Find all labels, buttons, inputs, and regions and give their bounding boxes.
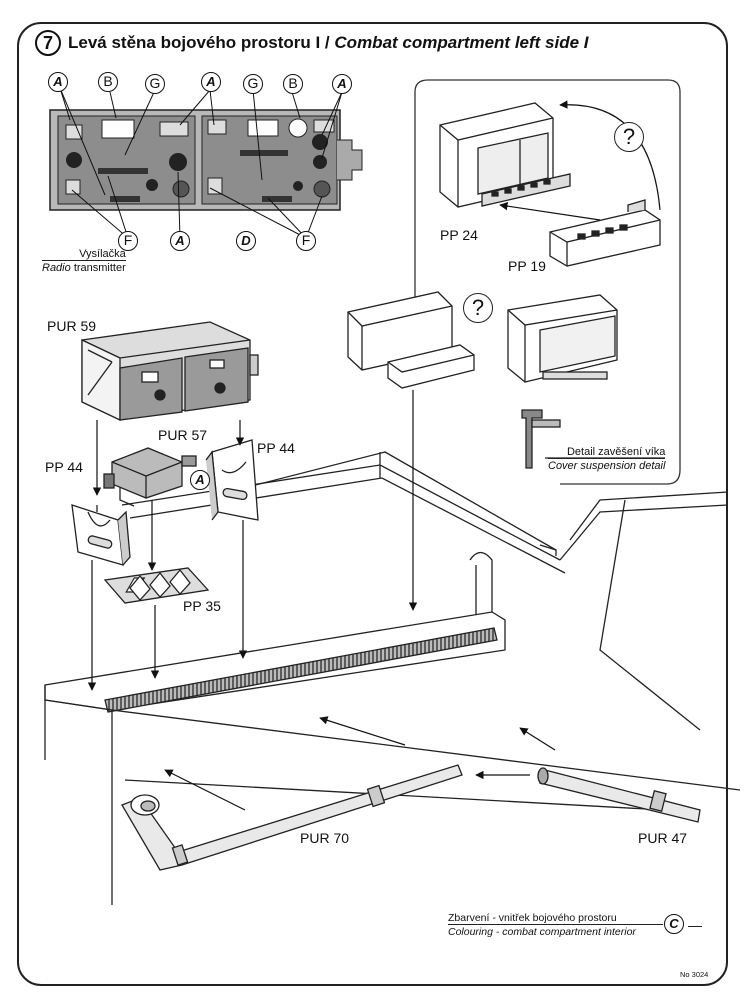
colour-leader-line (688, 926, 702, 927)
question-mark-inset: ? (614, 122, 644, 152)
catalog-number: No 3024 (680, 970, 709, 979)
closed-box-with-lid (507, 294, 618, 383)
label-pur47: PUR 47 (638, 830, 688, 846)
pur70-pipe (121, 764, 463, 871)
pur47-pipe (537, 767, 701, 823)
callout-b: B (283, 74, 303, 94)
callout-f: F (296, 231, 316, 251)
label-pp44-left: PP 44 (45, 459, 83, 475)
pp24-box (439, 102, 571, 208)
cover-detail-cz: Detail zavěšení víka (566, 446, 666, 458)
radio-caption: Vysílačka Radio transmitter (42, 248, 126, 274)
callout-a: A (201, 72, 221, 92)
label-pur59: PUR 59 (47, 318, 97, 334)
pur59-radio-box (81, 321, 259, 422)
radio-caption-cz: Vysílačka (79, 248, 126, 260)
radio-caption-en: Radio transmitter (42, 260, 126, 274)
colouring-cz: Zbarvení - vnitřek bojového prostoru (448, 912, 617, 924)
placement-arrows (87, 390, 556, 811)
callout-a: A (170, 231, 190, 251)
callout-pur57-a: A (190, 470, 210, 490)
question-mark-middle: ? (463, 293, 493, 323)
cover-detail-en: Cover suspension detail (548, 458, 666, 472)
page-title: Levá stěna bojového prostoru I / Combat … (68, 33, 589, 53)
radio-transmitter-drawing (49, 87, 363, 239)
pp44-left-bracket (71, 504, 131, 566)
callout-f: F (118, 231, 138, 251)
label-pp24: PP 24 (440, 227, 478, 243)
callout-g: G (145, 74, 165, 94)
pur57-part (103, 447, 197, 507)
ammo-shelf (44, 611, 741, 905)
hull-sidewall (121, 451, 729, 731)
cover-detail-caption: Detail zavěšení víka Cover suspension de… (548, 446, 666, 472)
colouring-note: Zbarvení - vnitřek bojového prostoru Col… (448, 912, 663, 938)
label-pp19: PP 19 (508, 258, 546, 274)
title-czech: Levá stěna bojového prostoru I / (68, 33, 330, 52)
label-pur70: PUR 70 (300, 830, 350, 846)
pp35-plate (103, 567, 210, 604)
callout-a: A (48, 72, 68, 92)
label-pp44-right: PP 44 (257, 440, 295, 456)
pp19-tray (549, 199, 661, 267)
callout-d: D (236, 231, 256, 251)
callout-g: G (243, 74, 263, 94)
open-box-with-tray (347, 291, 475, 389)
callout-b: B (98, 72, 118, 92)
label-pp35: PP 35 (183, 598, 221, 614)
title-english: Combat compartment left side I (334, 33, 589, 52)
step-number-badge: 7 (35, 30, 61, 56)
colour-code-c: C (664, 914, 684, 934)
label-pur57: PUR 57 (158, 427, 208, 443)
pp44-right-bracket (205, 439, 259, 521)
colouring-en: Colouring - combat compartment interior (448, 924, 663, 938)
callout-a: A (332, 74, 352, 94)
